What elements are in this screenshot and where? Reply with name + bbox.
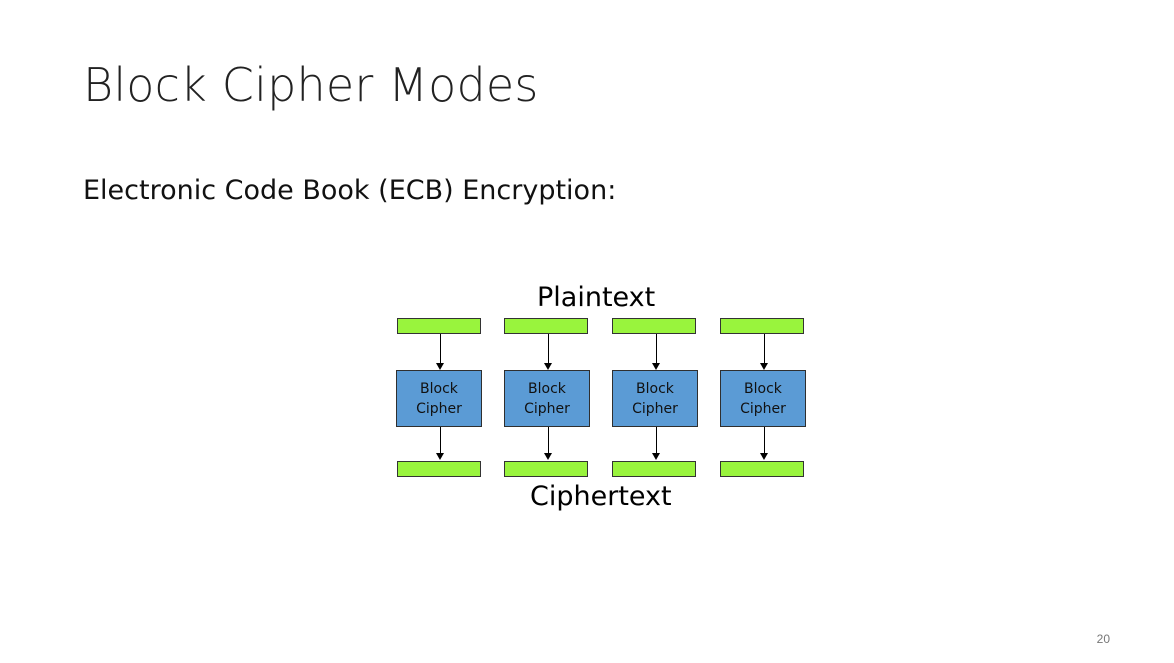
arrow-head-icon [652, 363, 660, 370]
arrow-head-icon [544, 453, 552, 460]
plaintext-block-3 [612, 318, 696, 334]
arrow-line [440, 427, 441, 454]
ciphertext-block-2 [504, 461, 588, 477]
plaintext-label: Plaintext [537, 282, 656, 313]
cipher-label-line2: Cipher [416, 400, 462, 417]
arrow-line [764, 334, 765, 364]
arrow-line [656, 334, 657, 364]
cipher-label-line2: Cipher [740, 400, 786, 417]
cipher-label-line2: Cipher [524, 400, 570, 417]
arrow-head-icon [652, 453, 660, 460]
cipher-label-line1: Block [636, 380, 674, 397]
block-cipher-box-4: Block Cipher [720, 370, 806, 427]
block-cipher-box-2: Block Cipher [504, 370, 590, 427]
cipher-label-line1: Block [420, 380, 458, 397]
plaintext-block-4 [720, 318, 804, 334]
ciphertext-block-1 [397, 461, 481, 477]
ciphertext-label: Ciphertext [530, 481, 672, 512]
cipher-label-line1: Block [528, 380, 566, 397]
arrow-line [440, 334, 441, 364]
block-cipher-box-1: Block Cipher [396, 370, 482, 427]
ciphertext-block-4 [720, 461, 804, 477]
cipher-label-line1: Block [744, 380, 782, 397]
arrow-head-icon [760, 453, 768, 460]
arrow-line [548, 334, 549, 364]
arrow-line [656, 427, 657, 454]
plaintext-block-1 [397, 318, 481, 334]
arrow-head-icon [760, 363, 768, 370]
arrow-line [764, 427, 765, 454]
ciphertext-block-3 [612, 461, 696, 477]
arrow-line [548, 427, 549, 454]
block-cipher-box-3: Block Cipher [612, 370, 698, 427]
slide-subtitle: Electronic Code Book (ECB) Encryption: [83, 175, 617, 206]
arrow-head-icon [436, 363, 444, 370]
slide-title: Block Cipher Modes [83, 58, 539, 112]
page-number: 20 [1096, 632, 1110, 646]
plaintext-block-2 [504, 318, 588, 334]
arrow-head-icon [544, 363, 552, 370]
arrow-head-icon [436, 453, 444, 460]
cipher-label-line2: Cipher [632, 400, 678, 417]
